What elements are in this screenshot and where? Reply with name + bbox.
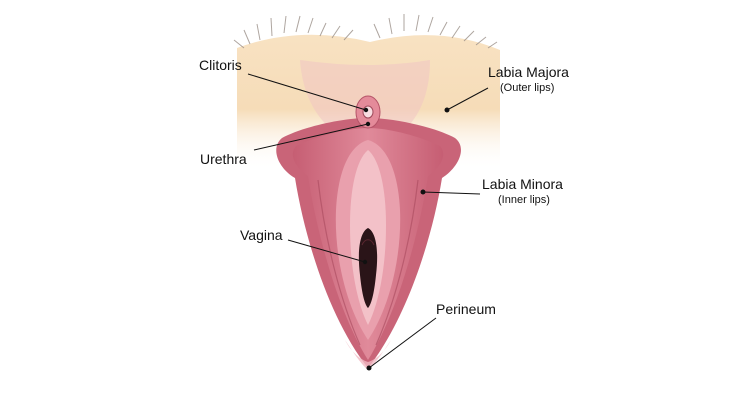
label-labia-minora-note: (Inner lips)	[498, 194, 550, 206]
label-urethra: Urethra	[200, 151, 247, 167]
pubic-hair	[233, 14, 498, 49]
clitoris-leader	[247, 73, 369, 113]
label-labia-minora: Labia Minora	[482, 176, 563, 192]
vaginal-opening	[358, 228, 378, 308]
clitoris-shape	[355, 95, 381, 129]
leader-lines	[247, 73, 489, 371]
label-labia-majora: Labia Majora	[488, 64, 569, 80]
labia-majora-leader	[444, 87, 489, 113]
label-perineum: Perineum	[436, 301, 496, 317]
label-clitoris: Clitoris	[199, 57, 242, 73]
urethra-leader	[253, 121, 371, 151]
vagina-leader	[287, 239, 368, 265]
label-labia-majora-note: (Outer lips)	[500, 82, 555, 94]
labia-minora-leader	[420, 189, 481, 195]
label-vagina: Vagina	[240, 227, 283, 243]
perineum-leader	[366, 317, 437, 371]
perineum-shape	[345, 340, 391, 370]
